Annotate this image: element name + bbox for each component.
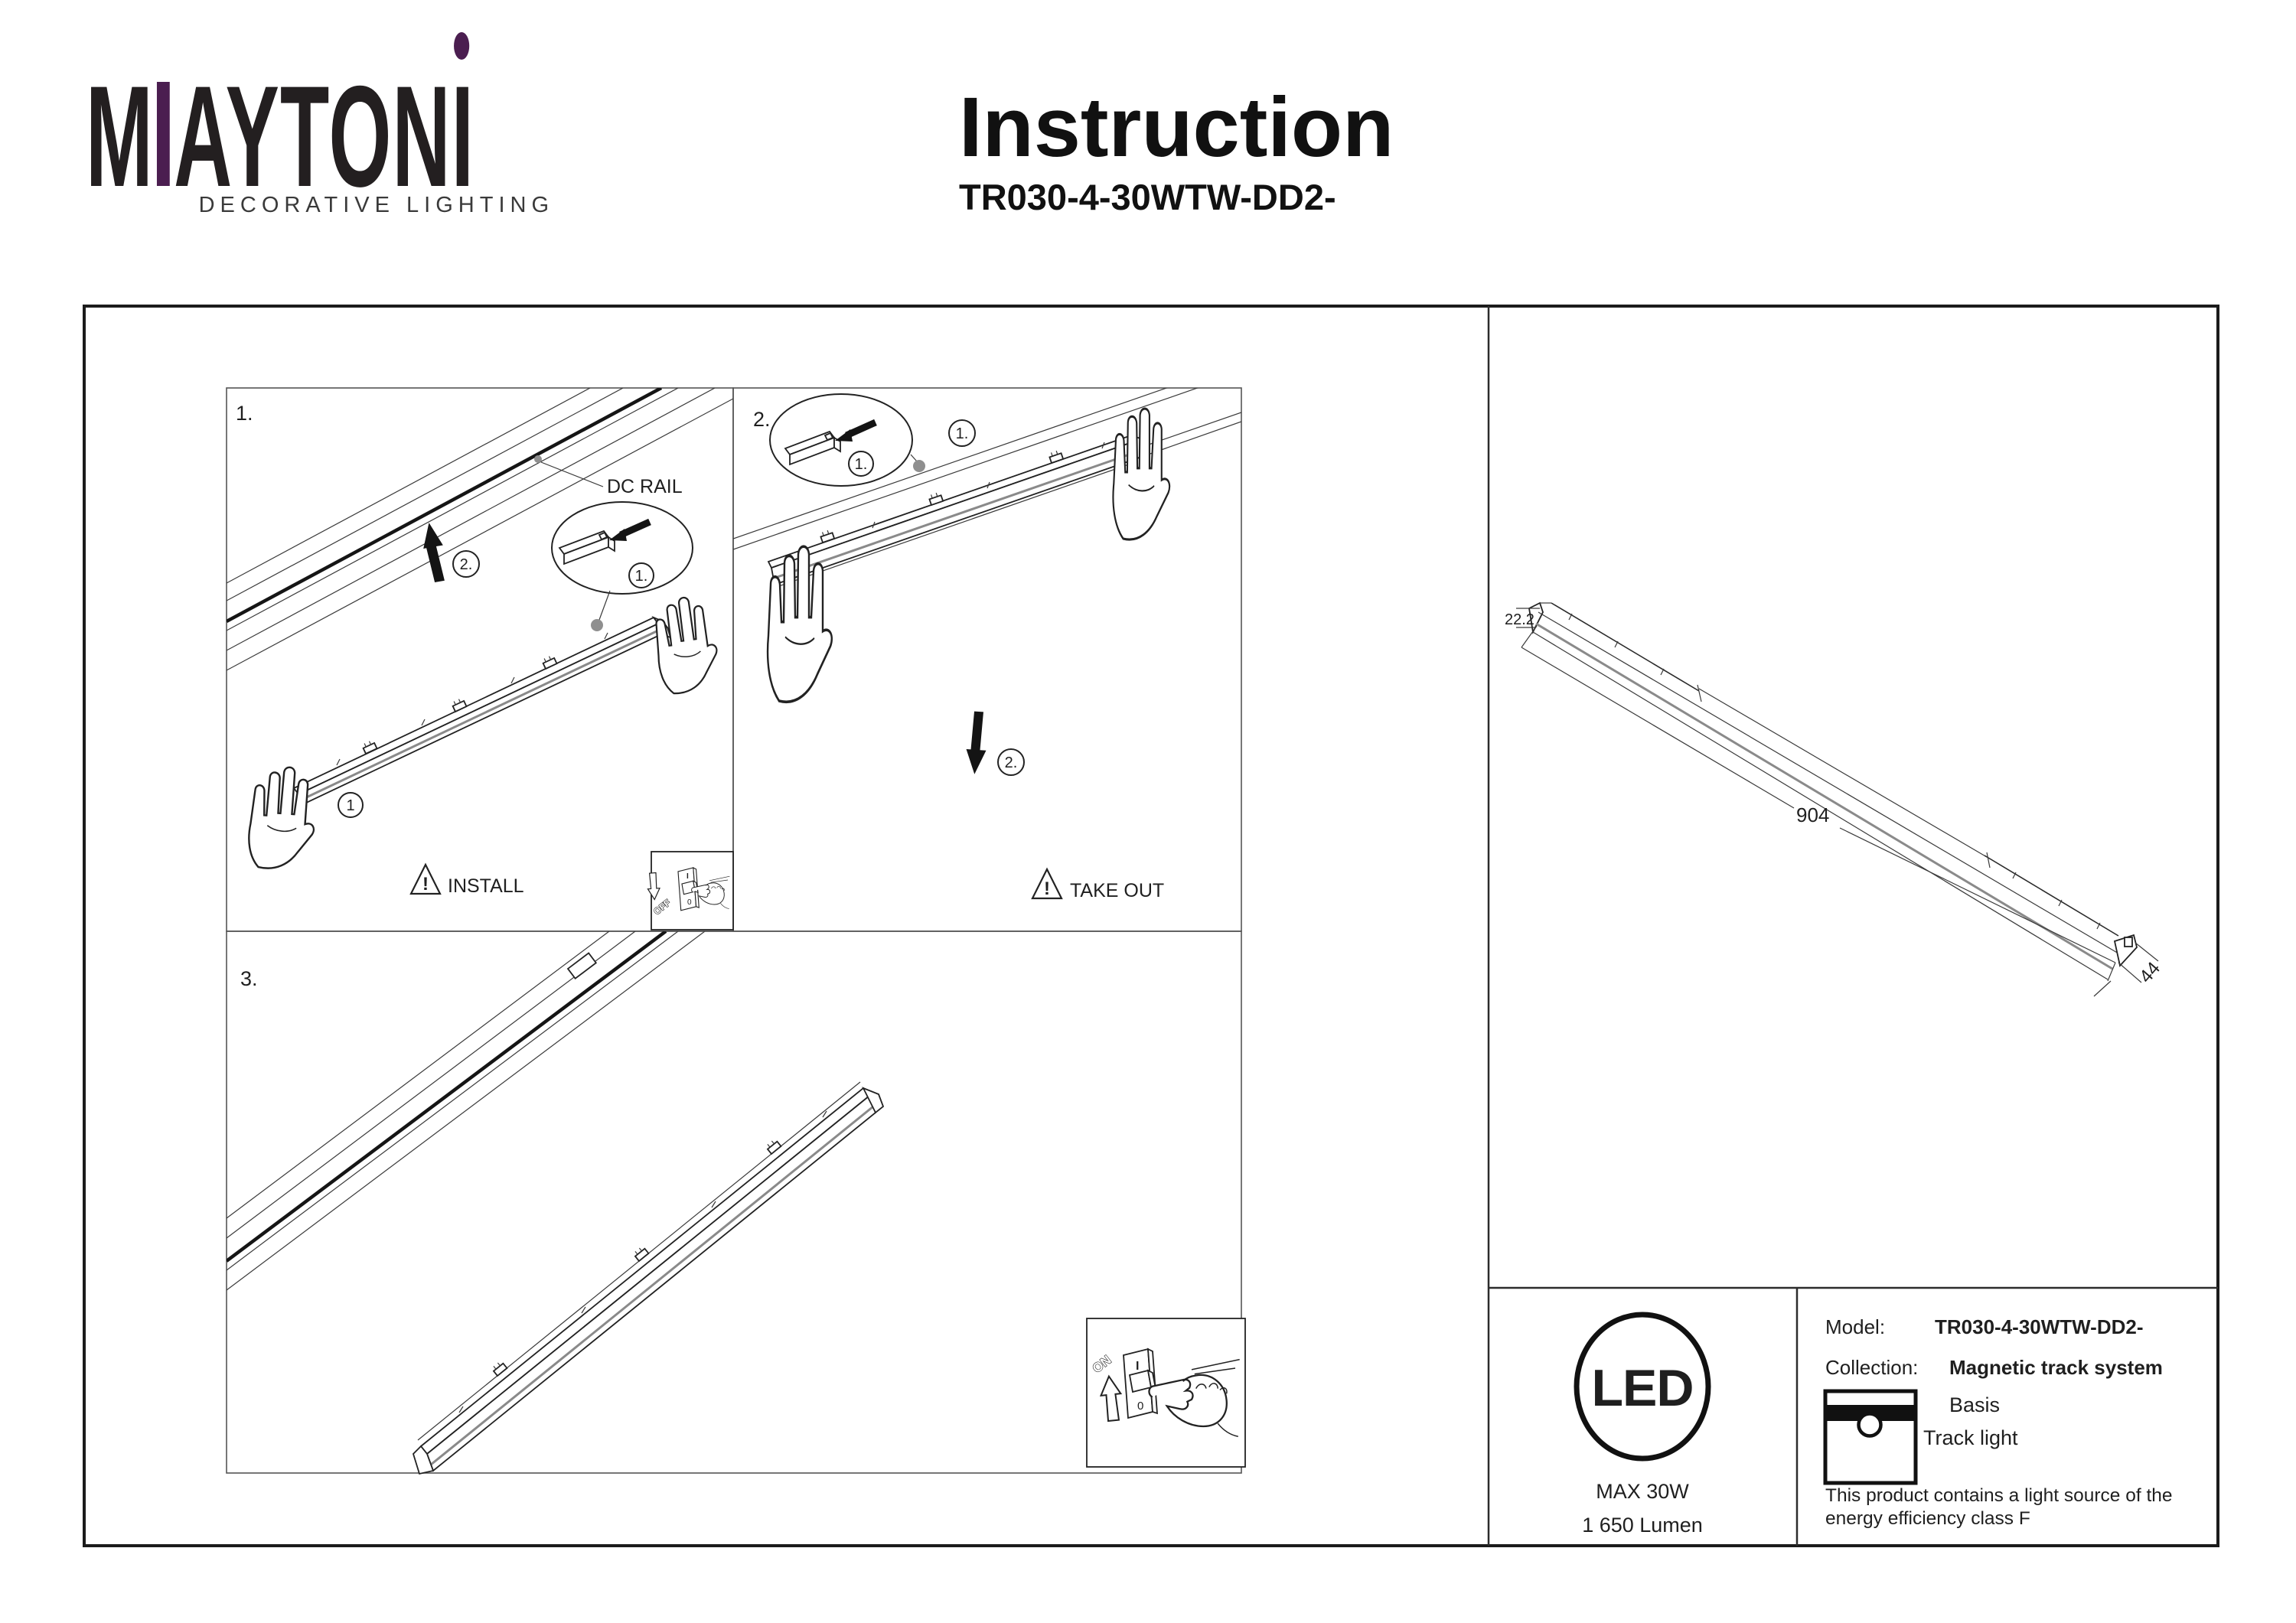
page-title: Instruction <box>959 80 1394 174</box>
step2-detail-callout: 1. <box>855 456 868 473</box>
brand-letter-i: I <box>452 32 475 208</box>
collection-label: Collection: <box>1825 1356 1918 1379</box>
length-value: 904 <box>1796 803 1829 826</box>
brand-letter-i-stem: I <box>451 56 475 217</box>
step2-number: 2. <box>753 408 771 431</box>
track-light-bar <box>412 1081 885 1475</box>
sheet-border <box>83 305 2219 1547</box>
switch-off-mark: 0 <box>687 898 692 907</box>
step2-diagram: 2. 1. 1. <box>733 388 1241 901</box>
power-on-pictogram: ON I 0 <box>1086 1318 1246 1468</box>
dc-rail-callout-dot <box>534 455 542 463</box>
led-badge: LED <box>1574 1312 1711 1462</box>
dimension-drawing: 22.2 904 44 <box>1505 601 2164 997</box>
step1-detail-magnifier <box>551 501 693 595</box>
track-light-bar <box>292 615 672 807</box>
led-badge-text: LED <box>1592 1359 1694 1417</box>
collection-value: Magnetic track system <box>1949 1356 2163 1379</box>
dc-rail-drawing <box>227 388 733 671</box>
product-info: Model: TR030-4-30WTW-DD2- Collection: Ma… <box>1823 1315 2173 1529</box>
step1-detail-callout-circle <box>628 562 654 588</box>
switch-on-mark: I <box>1136 1360 1139 1373</box>
power-off-pictogram: OFF I 0 <box>646 851 734 930</box>
luminous-flux: 1 650 Lumen <box>1582 1514 1703 1537</box>
efficiency-note-line1: This product contains a light source of … <box>1825 1485 2173 1506</box>
track-light-bar <box>1528 601 2138 980</box>
step1-callout-2-circle <box>452 550 480 578</box>
switch-on-mark: I <box>687 872 689 881</box>
model-label: Model: <box>1825 1315 1885 1338</box>
step1-diagram: 1. DC RAIL 2. 1. <box>227 388 734 930</box>
step1-detail-callout: 1. <box>635 568 648 585</box>
take-out-warning: ! TAKE OUT <box>1031 868 1164 901</box>
step1-number: 1. <box>236 402 253 425</box>
efficiency-note-line2: energy efficiency class F <box>1825 1508 2030 1529</box>
brand-i-dot <box>454 32 470 60</box>
legend-basis: Basis <box>1949 1393 2000 1416</box>
legend-track-light: Track light <box>1923 1426 2018 1449</box>
brand-purple-bar <box>156 82 170 186</box>
right-hand-icon <box>1111 407 1171 541</box>
model-code-subtitle: TR030-4-30WTW-DD2- <box>959 177 1336 217</box>
max-power: MAX 30W <box>1596 1480 1689 1503</box>
step3-panel <box>226 930 1242 1474</box>
take-out-label: TAKE OUT <box>1070 880 1164 901</box>
switch-off-mark: 0 <box>1137 1400 1143 1413</box>
step1-bar-callout-circle <box>338 792 364 818</box>
model-value: TR030-4-30WTW-DD2- <box>1935 1315 2144 1338</box>
step2-pull-callout-circle <box>997 748 1025 776</box>
warning-exclamation-icon: ! <box>422 874 429 895</box>
left-hand-icon <box>246 764 319 872</box>
install-label: INSTALL <box>448 875 524 897</box>
length-dimension: 904 <box>1521 625 2116 982</box>
step1-panel <box>226 387 734 932</box>
height-dimension: 22.2 <box>1505 608 1540 628</box>
height-value: 22.2 <box>1505 611 1534 628</box>
push-up-arrow-icon <box>423 523 445 583</box>
step2-slide-callout: 1. <box>956 425 969 442</box>
step2-slide-callout-circle <box>948 419 976 447</box>
right-hand-icon <box>649 593 723 696</box>
step1-bar-callout: 1 <box>346 797 354 814</box>
install-warning: ! INSTALL <box>409 863 524 897</box>
step2-detail-callout-circle <box>848 451 874 477</box>
step1-bar-callout-dot <box>591 619 603 631</box>
brand-letters: AYTON <box>174 56 452 217</box>
depth-value: 44 <box>2135 958 2164 987</box>
pull-down-arrow-icon <box>966 711 987 774</box>
warning-exclamation-icon: ! <box>1044 878 1050 899</box>
step2-pull-callout: 2. <box>1005 754 1018 771</box>
dc-rail-drawing <box>227 931 706 1291</box>
step1-callout-2: 2. <box>460 556 473 573</box>
brand-tagline: DECORATIVE LIGHTING <box>198 193 554 217</box>
brand-letter-m: M <box>86 56 154 217</box>
step2-callout-dot <box>913 460 925 472</box>
dc-rail-label: DC RAIL <box>607 476 683 497</box>
track-system-icon <box>1823 1389 1918 1485</box>
step3-number: 3. <box>240 967 258 990</box>
rail-with-track-light <box>733 388 1241 588</box>
step3-diagram: 3. ON <box>227 931 1246 1475</box>
